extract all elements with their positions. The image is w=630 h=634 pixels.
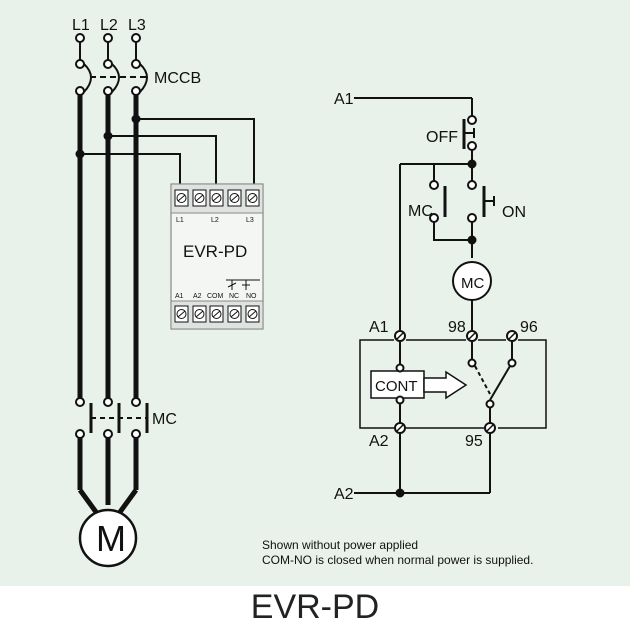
mc-aux-contact xyxy=(429,180,447,223)
terminal-a2 xyxy=(394,422,406,434)
label-mc-aux: MC xyxy=(408,203,433,220)
relay-bottom-a1: A1 xyxy=(175,293,184,300)
relay-bottom-com: COM xyxy=(207,293,224,300)
terminal-96 xyxy=(506,330,518,342)
label-coil-mc: MC xyxy=(461,275,484,292)
label-a2-line: A2 xyxy=(334,486,354,503)
terminal-a1 xyxy=(394,330,406,342)
label-motor: M xyxy=(96,518,126,559)
relay-top-l2: L2 xyxy=(211,217,219,224)
label-l3: L3 xyxy=(128,17,146,34)
line-terminals xyxy=(75,33,141,43)
relay-top-l1: L1 xyxy=(176,217,184,224)
terminal-95 xyxy=(484,422,496,434)
label-terminal-a2: A2 xyxy=(369,433,389,450)
label-mccb: MCCB xyxy=(154,70,201,87)
relay-contact-symbol xyxy=(226,279,260,290)
note-line-1: Shown without power applied xyxy=(262,538,418,552)
on-pushbutton xyxy=(467,180,495,223)
label-mc-contactor: MC xyxy=(152,411,177,428)
relay-bottom-a2: A2 xyxy=(193,293,202,300)
wiring-diagram: L1 L2 L3 MCCB MC M A1 A2 OFF ON MC MC A1… xyxy=(72,17,547,568)
label-off: OFF xyxy=(426,129,458,146)
cont-arrow xyxy=(423,370,468,400)
relay-bottom-nc: NC xyxy=(229,293,239,300)
label-terminal-98: 98 xyxy=(448,319,466,336)
label-terminal-95: 95 xyxy=(465,433,483,450)
label-terminal-96: 96 xyxy=(520,319,538,336)
relay-name: EVR-PD xyxy=(183,242,247,261)
label-l1: L1 xyxy=(72,17,90,34)
diagram-panel xyxy=(0,0,630,586)
off-pushbutton xyxy=(462,115,477,151)
relay-bottom-screws xyxy=(174,305,260,323)
mc-contactor xyxy=(75,397,149,439)
motor-symbol xyxy=(78,508,138,568)
note-line-2: COM-NO is closed when normal power is su… xyxy=(262,553,533,567)
label-cont: CONT xyxy=(375,378,418,395)
mccb-breaker xyxy=(75,59,148,96)
relay-bottom-no: NO xyxy=(246,293,257,300)
label-on: ON xyxy=(502,204,526,221)
label-terminal-a1: A1 xyxy=(369,319,389,336)
label-a1-line: A1 xyxy=(334,91,354,108)
relay-top-screws xyxy=(174,189,260,207)
terminal-98 xyxy=(466,330,478,342)
label-l2: L2 xyxy=(100,17,118,34)
footer-title: EVR-PD xyxy=(250,588,380,626)
relay-top-l3: L3 xyxy=(246,217,254,224)
